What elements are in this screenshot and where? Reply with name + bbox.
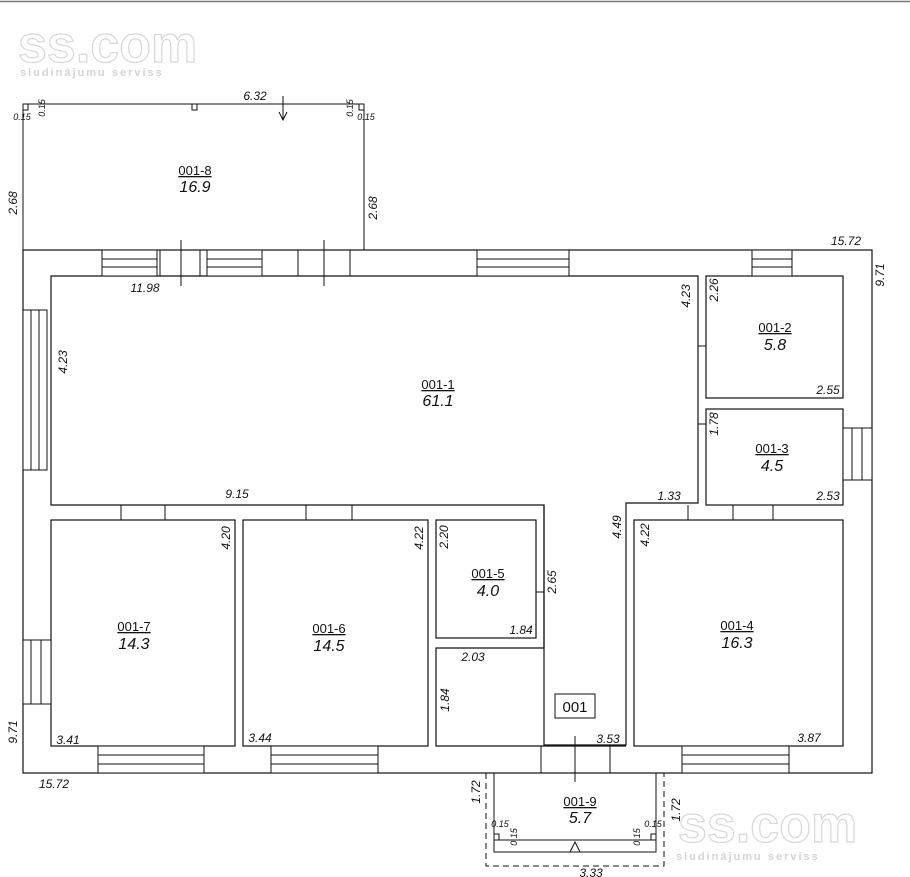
room-id-001-1: 001-1 (421, 377, 454, 392)
watermark-tagline: sludinājumu serviss (676, 851, 820, 863)
hall-outline (435, 505, 626, 747)
dimension-label: 3.87 (797, 731, 822, 745)
room-001-5 (435, 519, 537, 639)
dimension-label: 1.84 (438, 688, 452, 712)
room-area-001-1: 61.1 (422, 393, 453, 410)
dimension-label: 6.32 (243, 89, 267, 103)
doors (120, 240, 774, 782)
dimension-label: 9.71 (873, 263, 887, 286)
dimension-label: 2.20 (437, 525, 451, 550)
room-area-001-7: 14.3 (118, 636, 149, 653)
dimension-label: 0.15 (509, 827, 519, 846)
dimension-label: 9.15 (225, 487, 249, 501)
apartment-tag: 001 (554, 693, 596, 719)
room-id-001-6: 001-6 (312, 621, 345, 636)
dimension-labels: 6.32 15.72 15.72 11.98 9.15 2.55 2.53 1.… (39, 89, 861, 877)
room-id-001-4: 001-4 (720, 618, 753, 633)
dimension-label: 4.49 (610, 515, 624, 539)
dimension-label: 1.78 (707, 412, 721, 436)
dimension-label: 4.22 (412, 526, 426, 550)
room-001-4 (633, 519, 844, 747)
dimension-label: 3.53 (596, 732, 620, 746)
watermark-brand: ss.com (18, 16, 197, 74)
dimension-label: 2.65 (545, 570, 559, 595)
dimension-label: 1.33 (657, 489, 681, 503)
vertical-dimension-labels: 2.68 2.68 9.71 9.71 4.23 4.23 2.26 1.78 … (6, 191, 887, 822)
room-area-001-5: 4.0 (477, 583, 499, 600)
dimension-label: 4.22 (638, 523, 652, 547)
room-id-001-2: 001-2 (758, 320, 791, 335)
dimension-label: 1.84 (509, 623, 533, 637)
dimension-label: 4.20 (219, 526, 233, 550)
watermark-tagline: sludinājumu serviss (20, 67, 164, 79)
room-area-001-2: 5.8 (764, 337, 786, 354)
room-id-001-7: 001-7 (117, 619, 150, 634)
porch-outline (485, 773, 665, 867)
dimension-label: 3.33 (579, 866, 603, 877)
exterior-walls (22, 249, 873, 774)
dimension-label: 2.55 (815, 383, 840, 397)
dimension-label: 3.41 (56, 733, 79, 747)
dimension-label: 2.68 (366, 196, 380, 221)
room-id-001-3: 001-3 (755, 441, 788, 456)
room-area-001-6: 14.5 (313, 638, 344, 655)
dimension-label: 2.68 (6, 191, 20, 216)
dimension-label: 0.15 (37, 98, 47, 117)
dimension-label: 15.72 (831, 234, 861, 248)
room-id-001-8: 001-8 (178, 163, 211, 178)
dimension-label: 0.15 (13, 112, 32, 122)
dimension-label: 11.98 (130, 281, 159, 295)
room-id-001-9: 001-9 (563, 794, 596, 809)
dimension-label: 2.26 (707, 278, 721, 303)
dimension-label: 0.15 (345, 98, 355, 117)
room-area-001-3: 4.5 (761, 458, 783, 475)
room-id-001-5: 001-5 (471, 566, 504, 581)
room-area-001-4: 16.3 (721, 635, 752, 652)
dimension-label: 3.44 (248, 731, 272, 745)
apartment-label: 001 (562, 699, 587, 716)
dimension-label: 0.15 (491, 819, 510, 829)
dimension-label: 0.15 (644, 819, 663, 829)
dimension-label: 15.72 (39, 777, 69, 791)
watermark-brand: ss.com (678, 796, 857, 854)
room-labels: 001-8 16.9 001-1 61.1 001-2 5.8 001-3 4.… (117, 163, 791, 827)
dimension-label: 4.23 (679, 284, 693, 308)
dimension-label: 2.53 (815, 489, 840, 503)
corner-dimension-labels: 0.15 0.15 0.15 0.15 0.15 0.15 0.15 0.15 (13, 98, 663, 846)
dimension-label: 2.03 (460, 650, 485, 664)
dimension-label: 9.71 (6, 720, 20, 743)
room-area-001-9: 5.7 (569, 810, 592, 827)
dimension-label: 1.72 (669, 798, 683, 822)
dimension-label: 0.15 (357, 112, 376, 122)
room-area-001-8: 16.9 (179, 179, 210, 196)
watermark-bottom: ss.com sludinājumu serviss (676, 795, 858, 863)
windows (22, 249, 873, 774)
dimension-label: 1.72 (469, 780, 483, 804)
room-001-1 (50, 275, 699, 746)
dimension-label: 4.23 (56, 350, 70, 374)
watermark-top: ss.com sludinājumu serviss (17, 15, 197, 79)
dimension-label: 0.15 (632, 827, 642, 846)
